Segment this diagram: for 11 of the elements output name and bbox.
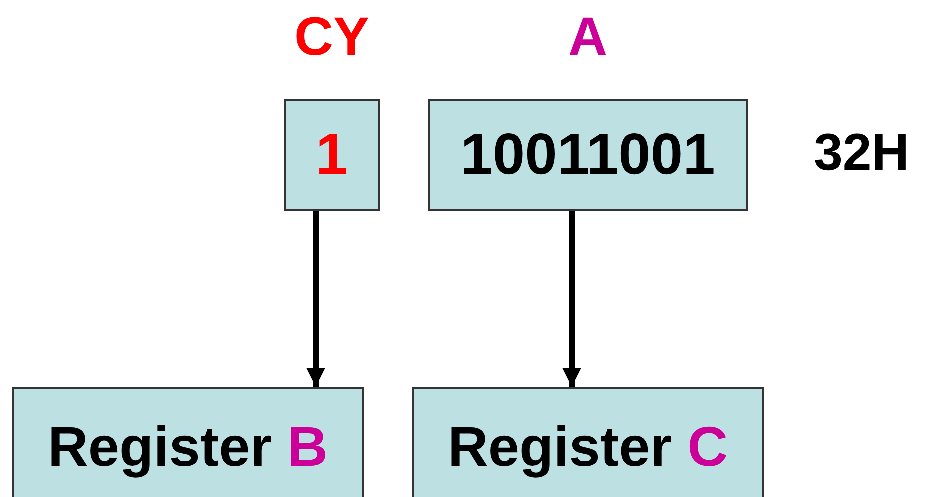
- value-text: 1: [316, 123, 348, 187]
- register-box: [12, 387, 364, 497]
- register-name: Register C: [448, 415, 728, 479]
- register-name: Register B: [48, 415, 328, 479]
- register-box: [412, 387, 764, 497]
- register-label: A: [568, 6, 608, 69]
- register-label: CY: [293, 6, 370, 69]
- value-text: 10011001: [460, 123, 716, 187]
- arrow: [562, 211, 582, 387]
- arrow: [306, 211, 326, 387]
- address-label: 32H: [814, 123, 910, 183]
